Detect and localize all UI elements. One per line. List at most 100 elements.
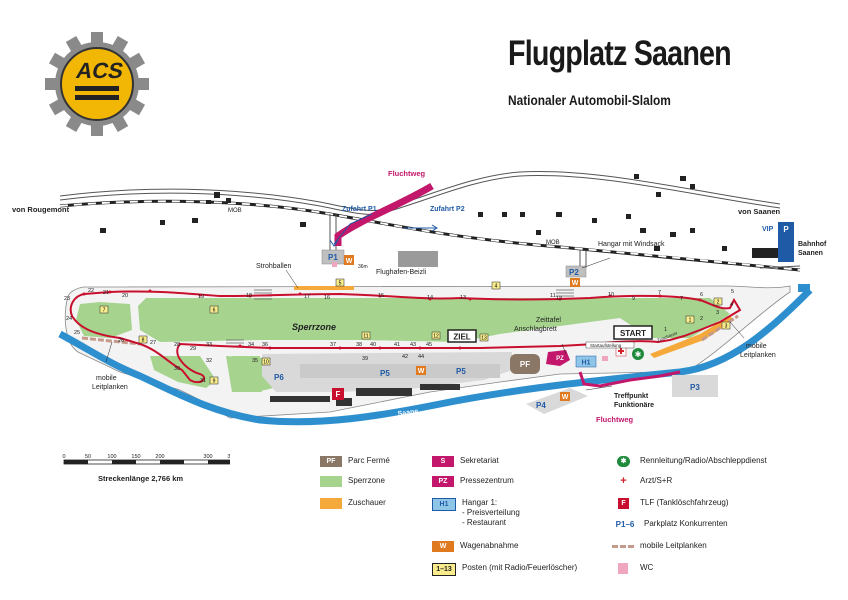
pf-label: PF xyxy=(520,360,530,369)
scale-tick-300: 300 xyxy=(203,454,212,460)
legend-h1-swatch: H1 xyxy=(432,498,456,511)
tn-15: 15 xyxy=(378,293,384,299)
label-zufahrt-p2: Zufahrt P2 xyxy=(430,206,465,213)
legend-pf: PF Parc Fermé xyxy=(320,456,390,467)
label-von-rougemont: von Rougemont xyxy=(12,205,70,214)
fluchtweg-top xyxy=(334,182,434,246)
label-saane: Saane xyxy=(397,408,419,418)
legend-parkplatz: P1–6 Parkplatz Konkurrenten xyxy=(612,519,728,530)
legend-w-label: Wagenabnahme xyxy=(460,541,519,550)
arrows xyxy=(329,213,438,247)
svg-text:✱: ✱ xyxy=(635,350,642,359)
label-vip: VIP xyxy=(762,226,774,233)
p1-label: P1 xyxy=(328,253,338,262)
tn-20: 20 xyxy=(122,293,128,299)
label-zufahrt-p1: Zufahrt P1 xyxy=(342,206,377,213)
tn-18: 18 xyxy=(246,293,252,299)
tn-44: 44 xyxy=(418,354,424,360)
airfield xyxy=(64,285,791,419)
tn-12: 12 xyxy=(556,296,562,302)
tn-4: 4 xyxy=(730,302,733,308)
post-6: 6 xyxy=(213,308,216,314)
tn-42: 42 xyxy=(402,354,408,360)
legend-w: W Wagenabnahme xyxy=(432,541,518,552)
legend-parkplatz-label: Parkplatz Konkurrenten xyxy=(644,519,728,528)
tn-5: 5 xyxy=(731,289,734,295)
zuschauer-strip xyxy=(294,286,354,290)
label-mob-2: MOB xyxy=(546,240,560,246)
tn-41: 41 xyxy=(394,342,400,348)
legend-tlf-label: TLF (Tanklöschfahrzeug) xyxy=(640,498,729,507)
tn-11: 11 xyxy=(550,293,556,299)
w-p4: W xyxy=(562,394,569,401)
legend-wc: WC xyxy=(612,563,653,574)
tn-6: 6 xyxy=(700,292,703,298)
post-4: 4 xyxy=(495,284,498,290)
scale-tick-0: 0 xyxy=(62,454,65,460)
p2-label: P2 xyxy=(569,268,579,277)
post-12: 12 xyxy=(433,334,439,340)
legend-h1-preis: - Preisverteilung xyxy=(462,508,520,517)
legend-arzt-swatch: + xyxy=(617,476,630,487)
tn-7: 7 xyxy=(680,296,683,302)
tn-10: 10 xyxy=(608,292,614,298)
legend-sperrzone-label: Sperrzone xyxy=(348,476,385,485)
tn-29: 29 xyxy=(190,346,196,352)
legend-h1-title: Hangar 1: xyxy=(462,498,498,507)
post-8: 8 xyxy=(142,338,145,344)
tn-31: 31 xyxy=(200,378,206,384)
label-mobile-left: mobile xyxy=(96,375,117,382)
start-label: START xyxy=(620,329,646,338)
tn-22: 22 xyxy=(88,288,94,294)
tn-9: 9 xyxy=(632,296,635,302)
tn-28: 28 xyxy=(174,342,180,348)
tn-34: 34 xyxy=(248,342,254,348)
tn-25: 25 xyxy=(74,330,80,336)
tn-16: 16 xyxy=(324,295,330,301)
mobile-leitplanken-left xyxy=(81,336,141,346)
post-7: 7 xyxy=(103,308,106,314)
mobile-leitplanken-right xyxy=(701,314,739,342)
tn-17: 17 xyxy=(304,294,310,300)
track-markers xyxy=(82,289,702,350)
label-sperrzone: Sperrzone xyxy=(292,322,336,332)
legend-posten-swatch: 1–13 xyxy=(432,563,456,576)
legend-rennleitung-label: Rennleitung/Radio/Abschleppdienst xyxy=(640,456,767,465)
post-1: 1 xyxy=(689,318,692,324)
legend-rennleitung: ✱ Rennleitung/Radio/Abschleppdienst xyxy=(612,456,767,467)
tn-8: 7 xyxy=(658,290,661,296)
h1-label: H1 xyxy=(582,360,591,367)
legend-zuschauer-swatch xyxy=(320,498,342,509)
legend-pf-label: Parc Fermé xyxy=(348,456,390,465)
label-bahnhof: Bahnhof xyxy=(798,241,827,248)
post-5: 5 xyxy=(339,281,342,287)
saane-river xyxy=(58,287,813,426)
scale-tick-50: 50 xyxy=(85,454,91,460)
p6-label: P6 xyxy=(274,373,284,382)
label-treffpunkt: Treffpunkt xyxy=(614,393,649,400)
race-track xyxy=(69,290,742,384)
f-label: F xyxy=(336,390,341,399)
legend-tlf: F TLF (Tanklöschfahrzeug) xyxy=(612,498,728,509)
houses xyxy=(100,174,778,258)
scale-tick-150: 150 xyxy=(131,454,140,460)
logo-text: ACS xyxy=(74,58,126,83)
p5b-label: P5 xyxy=(456,367,466,376)
legend-leitplanken-label: mobile Leitplanken xyxy=(640,541,707,550)
label-zeittafel: Zeittafel xyxy=(536,317,561,324)
legend-h1-label: Hangar 1: - Preisverteilung - Restaurant xyxy=(462,498,520,528)
legend-tlf-swatch: F xyxy=(618,498,629,509)
legend-arzt-label: Arzt/S+R xyxy=(640,476,673,485)
legend-h1: H1 Hangar 1: - Preisverteilung - Restaur… xyxy=(432,498,520,528)
tn-32: 32 xyxy=(206,358,212,364)
ziel-label: ZIEL xyxy=(453,333,470,342)
legend-h1-restaurant: - Restaurant xyxy=(462,518,507,527)
page-subtitle: Nationaler Automobil-Slalom xyxy=(508,92,671,108)
tn-26: 26 xyxy=(118,338,124,344)
scale-tick-200: 200 xyxy=(155,454,164,460)
legend-zuschauer-label: Zuschauer xyxy=(348,498,386,507)
legend-leitplanken-swatch xyxy=(612,545,634,548)
tn-38: 38 xyxy=(356,342,362,348)
dist-36m: 36m xyxy=(358,264,368,270)
